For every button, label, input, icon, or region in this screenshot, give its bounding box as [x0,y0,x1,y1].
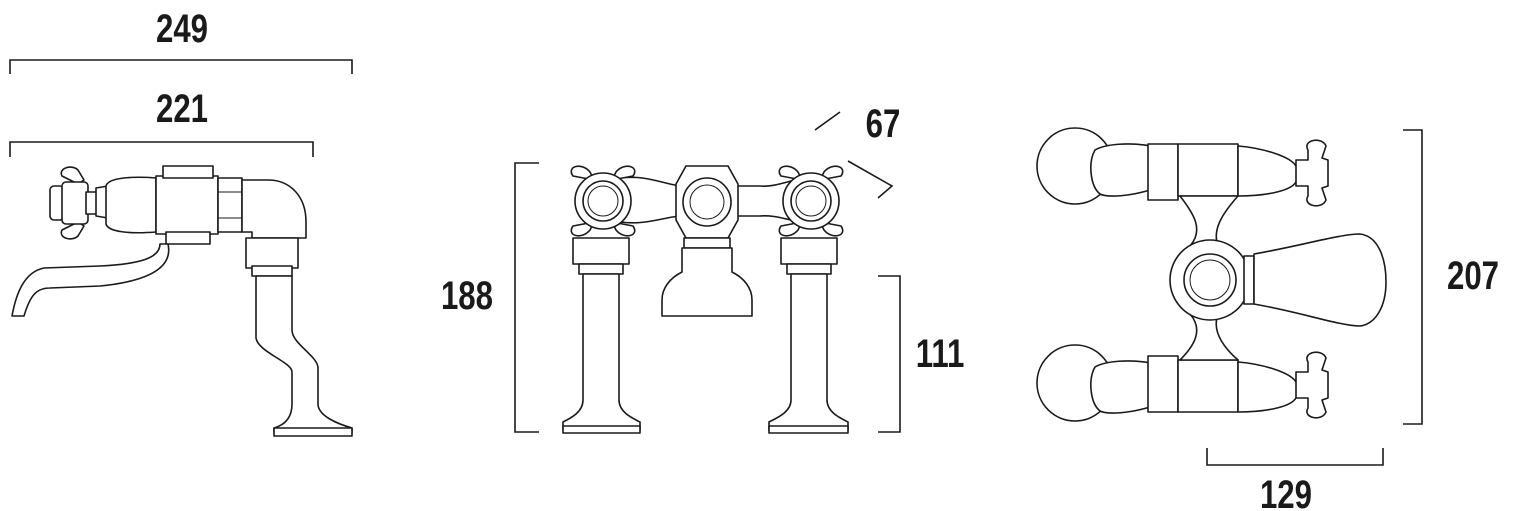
dim-label-111: 111 [916,331,965,376]
top-view [1036,127,1387,422]
dim-label-188: 188 [441,273,493,318]
right-pillar [768,237,849,434]
cross-handle-icon [49,166,109,240]
dim-label-129: 129 [1260,472,1312,511]
side-view [11,165,353,437]
pillar-nut [245,237,299,269]
hex-nut [217,177,243,233]
top-inlet [1036,127,1329,207]
top-cross-handle-icon [1295,139,1329,207]
bottom-inlet [1036,344,1329,422]
dim-line-249 [9,59,353,74]
right-handle-icon [778,165,844,237]
centre-spout [661,247,753,317]
dim-line-207 [1403,129,1423,425]
dim-line-221 [9,141,314,157]
base-plate [273,427,353,437]
valve-body [155,175,219,235]
left-handle-icon [570,165,636,237]
centre-valve [661,165,753,317]
bottom-cross-handle-icon [1295,351,1329,419]
front-view [562,165,849,434]
dim-line-129 [1206,448,1384,466]
dim-label-207: 207 [1447,253,1499,298]
valve-top-cap [162,165,214,179]
left-pillar [562,237,641,434]
dim-line-188 [514,162,539,433]
dim-label-221: 221 [156,86,208,131]
valve-dome [105,176,157,234]
dim-label-67: 67 [866,101,901,146]
spout [11,243,170,317]
elbow-pipe [241,179,307,239]
dim-line-111 [878,275,901,433]
spout-top [1253,233,1387,327]
dim-label-249: 249 [156,6,208,51]
crooked-leg [255,275,353,433]
dim-line-67 [814,111,894,199]
